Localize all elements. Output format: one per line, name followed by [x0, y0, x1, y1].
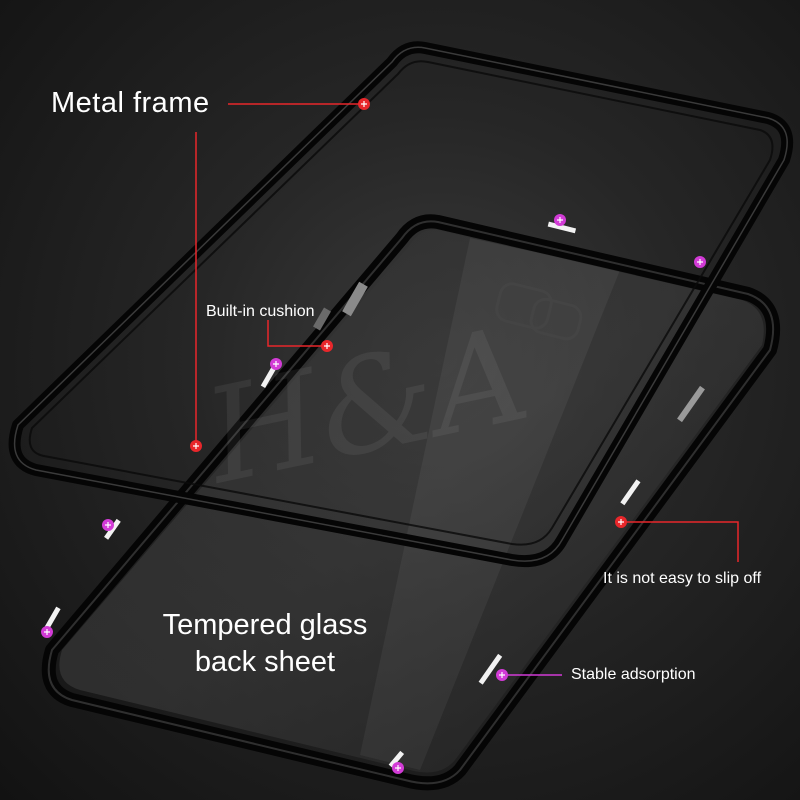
tempered-glass-label-line1: Tempered glass	[162, 609, 368, 641]
magnet-strip	[620, 479, 641, 506]
magnet-strip	[44, 606, 61, 630]
front-frame-inner-edge	[28, 60, 774, 546]
sensor-cutout	[529, 297, 583, 341]
cushion-tab	[313, 307, 331, 331]
tempered-glass-label: Tempered glass back sheet	[140, 607, 390, 681]
magnet-strip	[388, 750, 405, 768]
camera-cutout	[495, 282, 553, 330]
cushion-tab	[342, 281, 368, 317]
side-button	[677, 385, 705, 423]
callout-leaders	[195, 103, 739, 676]
magnet-strip	[547, 221, 577, 234]
marker-crosses	[44, 101, 703, 771]
glass-reflection	[360, 238, 620, 770]
stable-adsorption-label: Stable adsorption	[571, 666, 696, 683]
metal-frame-label: Metal frame	[51, 87, 210, 119]
builtin-cushion-label: Built-in cushion	[206, 303, 315, 320]
magnet-strip	[478, 653, 503, 685]
tempered-glass-label-line2: back sheet	[194, 646, 336, 678]
back-case-frame-highlight	[47, 220, 775, 785]
magnet-strip	[260, 366, 277, 389]
magnet-strip	[104, 518, 121, 540]
back-glass-sheet	[59, 229, 764, 773]
front-metal-frame-highlight	[13, 46, 788, 562]
slip-off-label: It is not easy to slip off	[603, 570, 762, 587]
